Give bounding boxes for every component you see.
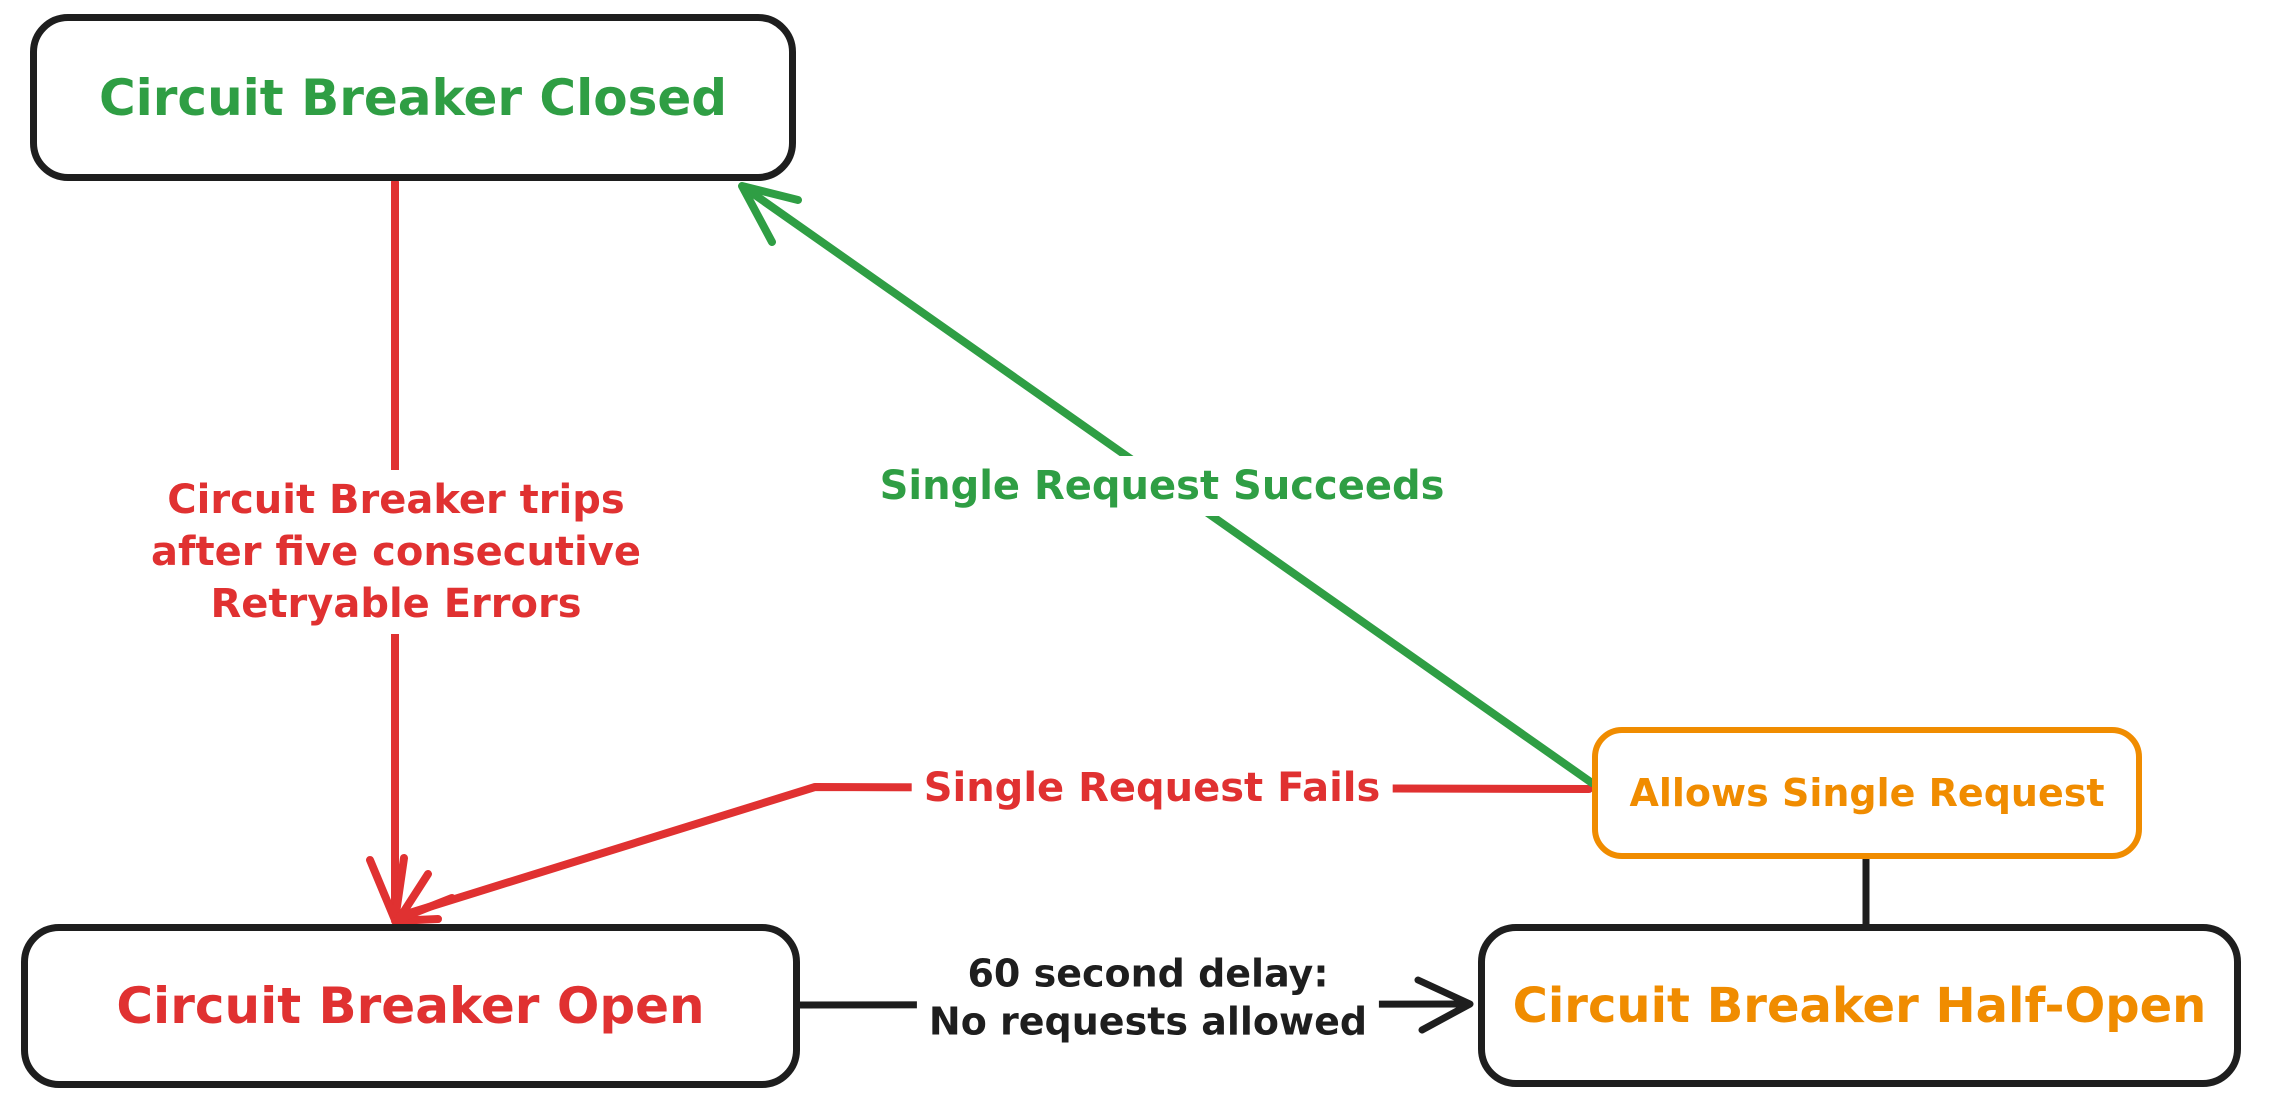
edge-label-fail: Single Request Fails [911,758,1393,818]
node-label-allows: Allows Single Request [1629,771,2105,815]
edge-label-delay-line2: No requests allowed [928,999,1368,1043]
edge-label-trip-line2: after five consecutive [151,529,641,575]
edge-label-succeed: Single Request Succeeds [867,456,1457,516]
node-circuit-breaker-open: Circuit Breaker Open [21,924,800,1088]
edge-label-trip-line1: Circuit Breaker trips [167,477,625,523]
node-allows-single-request: Allows Single Request [1592,727,2142,859]
node-label-closed: Circuit Breaker Closed [98,68,728,127]
node-circuit-breaker-half-open: Circuit Breaker Half-Open [1478,924,2241,1087]
edge-label-delay: 60 second delay: No requests allowed [916,946,1380,1050]
node-label-open: Circuit Breaker Open [116,977,705,1035]
edge-label-trip-line3: Retryable Errors [210,581,582,627]
node-label-half-open: Circuit Breaker Half-Open [1512,977,2207,1034]
edge-label-delay-line1: 60 second delay: [967,951,1329,996]
node-circuit-breaker-closed: Circuit Breaker Closed [30,14,796,181]
edge-label-trip: Circuit Breaker trips after five consecu… [139,470,653,634]
